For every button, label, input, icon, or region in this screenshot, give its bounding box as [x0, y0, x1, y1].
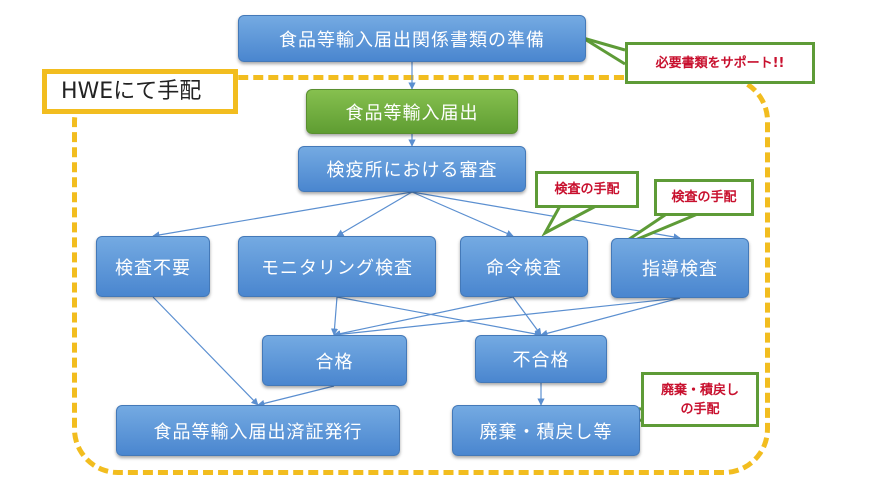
edge-guidance-to-pass: [333, 297, 681, 338]
node-disposal: 廃棄・積戻し等: [452, 405, 640, 456]
callout-arrange2: 検査の手配: [654, 179, 754, 216]
edge-inspection-to-ordered: [411, 191, 514, 237]
callout-disposal-line1: 廃棄・積戻し: [660, 382, 739, 398]
node-notification: 食品等輸入届出: [306, 89, 518, 134]
callout-arrange1: 検査の手配: [535, 171, 639, 208]
edge-guidance-to-fail: [540, 297, 681, 337]
edge-inspection-to-no-inspection: [152, 191, 413, 239]
edge-ordered-to-pass: [333, 296, 514, 338]
node-inspection: 検疫所における審査: [298, 146, 526, 192]
callout-disposal: 廃棄・積戻し の手配: [641, 372, 759, 427]
edge-pass-to-certificate: [257, 385, 335, 407]
node-certificate: 食品等輸入届出済証発行: [116, 405, 400, 456]
node-pass: 合格: [262, 335, 407, 386]
edge-inspection-to-monitoring: [336, 191, 413, 237]
callout-arrange1-tail: [541, 204, 597, 237]
node-ordered: 命令検査: [460, 236, 588, 297]
edge-inspection-to-guidance: [411, 191, 681, 241]
callout-support-tail: [582, 36, 626, 66]
node-prep: 食品等輸入届出関係書類の準備: [238, 15, 586, 62]
node-fail: 不合格: [475, 335, 607, 383]
edge-monitoring-to-fail: [336, 296, 542, 338]
callout-support: 必要書類をサポート!!: [625, 42, 815, 84]
edge-no-inspection-to-certificate: [152, 296, 259, 406]
edge-ordered-to-fail: [512, 296, 542, 336]
hwe-arrangement-region: [72, 75, 770, 475]
hwe-region-label: HWEにて手配: [42, 69, 238, 114]
node-monitoring: モニタリング検査: [238, 236, 436, 297]
edge-monitoring-to-pass: [330, 296, 339, 336]
callout-disposal-line2: の手配: [680, 401, 720, 417]
node-no-inspection: 検査不要: [96, 236, 210, 297]
node-guidance: 指導検査: [611, 238, 749, 298]
